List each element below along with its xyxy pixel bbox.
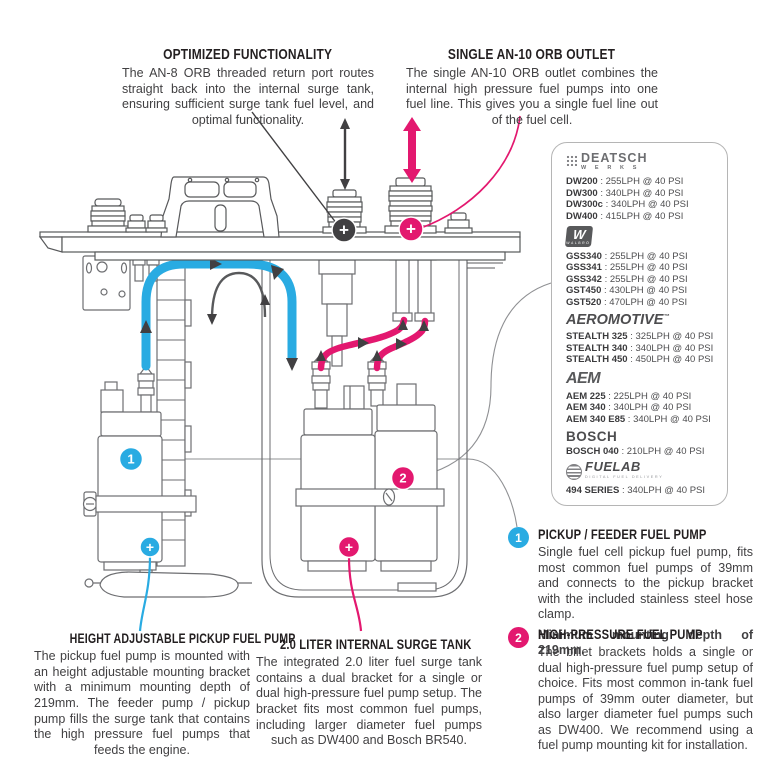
svg-text:1: 1	[127, 452, 134, 467]
bosch-logo: BOSCH	[566, 429, 618, 445]
section-height-adjustable-pickup: HEIGHT ADJUSTABLE PICKUP FUEL PUMP The p…	[34, 630, 296, 758]
brand-aeromotive: AEROMOTIVE™ STEALTH 325 : 325LPH @ 40 PS…	[566, 312, 715, 366]
high-pressure-number-marker: 2	[390, 465, 416, 491]
plate-bolt	[444, 212, 473, 234]
pump-row: STEALTH 340 : 340LPH @ 40 PSI	[566, 342, 714, 354]
brand-walbro: W WALBRO GSS340 : 255LPH @ 40 PSI GSS341…	[564, 225, 715, 309]
callout-number-badge: 2	[508, 627, 529, 648]
terminal-studs	[125, 214, 168, 233]
filter-sock	[84, 571, 252, 598]
leader-surge-caption	[347, 556, 363, 632]
dual-pump-bracket	[295, 488, 445, 507]
fuel-cell-top-plate	[38, 231, 521, 269]
pickup-hose	[140, 258, 298, 371]
fuelab-logo: FUELAB DIGITAL FUEL DELIVERY	[566, 460, 715, 483]
pump-row: GST450 : 430LPH @ 40 PSI	[566, 285, 688, 297]
return-port-marker: +	[331, 217, 357, 243]
section-body: The AN-8 ORB threaded return port routes…	[122, 66, 374, 127]
outlet-port-marker: +	[398, 216, 424, 242]
pump-row: AEM 340 E85 : 340LPH @ 40 PSI	[566, 413, 711, 425]
section-body: The single AN-10 ORB outlet combines the…	[406, 66, 658, 127]
svg-text:+: +	[339, 221, 349, 240]
aem-logo: AEM	[566, 369, 601, 387]
callout-pickup-feeder-pump: 1 PICKUP / FEEDER FUEL PUMP Single fuel …	[508, 526, 753, 659]
svg-text:+: +	[345, 539, 353, 555]
hose-clamp	[82, 491, 197, 517]
section-title: 2.0 LITER INTERNAL SURGE TANK	[279, 636, 472, 652]
pickup-pump-number-marker: 1	[118, 446, 144, 472]
brand-aem: AEM AEM 225 : 225LPH @ 40 PSI AEM 340 : …	[566, 370, 715, 426]
pump-row: 494 SERIES : 340LPH @ 40 PSI	[566, 485, 706, 497]
callout-body: The billet brackets holds a single or du…	[538, 645, 753, 752]
section-single-an10-outlet: SINGLE AN-10 ORB OUTLET The single AN-10…	[406, 46, 658, 129]
surge-tank	[261, 258, 468, 598]
pickup-plus-marker: +	[139, 536, 161, 558]
vent-fitting	[87, 198, 129, 233]
high-pressure-hoses	[316, 316, 429, 372]
pump-row: STEALTH 325 : 325LPH @ 40 PSI	[566, 331, 714, 343]
return-tube	[318, 259, 356, 367]
brand-deatschwerks: DEATSCH W E R K S DW200 : 255LPH @ 40 PS…	[566, 152, 715, 222]
outlet-down-tubes	[389, 251, 437, 322]
section-title: OPTIMIZED FUNCTIONALITY	[163, 46, 333, 63]
high-pressure-pump-left	[300, 353, 376, 572]
pump-row: AEM 340 : 340LPH @ 40 PSI	[566, 402, 692, 414]
section-optimized-functionality: OPTIMIZED FUNCTIONALITY The AN-8 ORB thr…	[122, 46, 374, 129]
deatschwerks-dots-icon	[566, 155, 577, 166]
leader-pump1-to-callout1	[142, 458, 518, 528]
internal-return-line	[207, 271, 270, 325]
section-body: The integrated 2.0 liter fuel surge tank…	[256, 655, 482, 748]
svg-text:2: 2	[399, 471, 406, 486]
mounting-bracket	[82, 255, 131, 311]
pump-row: GSS341 : 255LPH @ 40 PSI	[566, 262, 688, 274]
svg-text:+: +	[146, 539, 154, 555]
pump-row: DW300c : 340LPH @ 40 PSI	[566, 199, 689, 210]
pickup-pump	[97, 365, 163, 577]
pump-row: DW200 : 255LPH @ 40 PSI	[566, 176, 684, 187]
callout-number-badge: 1	[508, 527, 529, 548]
outlet-flow-arrow	[403, 117, 421, 183]
pump-row: BOSCH 040 : 210LPH @ 40 PSI	[566, 446, 705, 458]
pump-row: DW300 : 340LPH @ 40 PSI	[566, 187, 684, 199]
section-body: The pickup fuel pump is mounted with an …	[34, 649, 250, 757]
walbro-logo: W WALBRO	[564, 225, 594, 247]
callout-title: HIGH-PRESSURE FUEL PUMP	[538, 626, 703, 642]
pump-row: DW400 : 415LPH @ 40 PSI	[566, 210, 684, 222]
pump-compatibility-box: DEATSCH W E R K S DW200 : 255LPH @ 40 PS…	[551, 142, 728, 506]
section-title: HEIGHT ADJUSTABLE PICKUP FUEL PUMP	[69, 630, 296, 646]
return-flow-arrow	[340, 118, 350, 190]
pump-row: GST520 : 470LPH @ 40 PSI	[566, 296, 688, 308]
surge-plus-marker: +	[337, 535, 361, 559]
pump-row: STEALTH 450 : 450LPH @ 40 PSI	[566, 354, 714, 366]
leader-box-to-pump2	[415, 282, 552, 478]
leader-pickup-caption	[138, 555, 152, 632]
carry-handle	[160, 176, 280, 238]
brand-fuelab: FUELAB DIGITAL FUEL DELIVERY 494 SERIES …	[566, 460, 715, 497]
callout-note: Minimum mounting depth of 219mm.	[538, 627, 753, 658]
pump-row: GSS342 : 255LPH @ 40 PSI	[566, 273, 688, 285]
section-title: SINGLE AN-10 ORB OUTLET	[448, 46, 616, 63]
pump-row: AEM 225 : 225LPH @ 40 PSI	[566, 390, 692, 402]
callout-high-pressure-pump: 2 HIGH-PRESSURE FUEL PUMP The billet bra…	[508, 626, 753, 754]
callout-body: Single fuel cell pickup fuel pump, fits …	[538, 545, 753, 621]
fuelab-globe-icon	[566, 464, 582, 481]
deatschwerks-logo: DEATSCH W E R K S	[566, 152, 715, 173]
brand-bosch: BOSCH BOSCH 040 : 210LPH @ 40 PSI	[566, 429, 715, 458]
leader-outlet	[420, 115, 521, 229]
pump-row: GSS340 : 255LPH @ 40 PSI	[566, 250, 688, 262]
section-internal-surge-tank: 2.0 LITER INTERNAL SURGE TANK The integr…	[256, 636, 482, 749]
leader-optimized	[251, 111, 341, 229]
aeromotive-logo: AEROMOTIVE™	[566, 312, 670, 329]
svg-text:+: +	[406, 220, 416, 239]
callout-title: PICKUP / FEEDER FUEL PUMP	[538, 526, 707, 542]
